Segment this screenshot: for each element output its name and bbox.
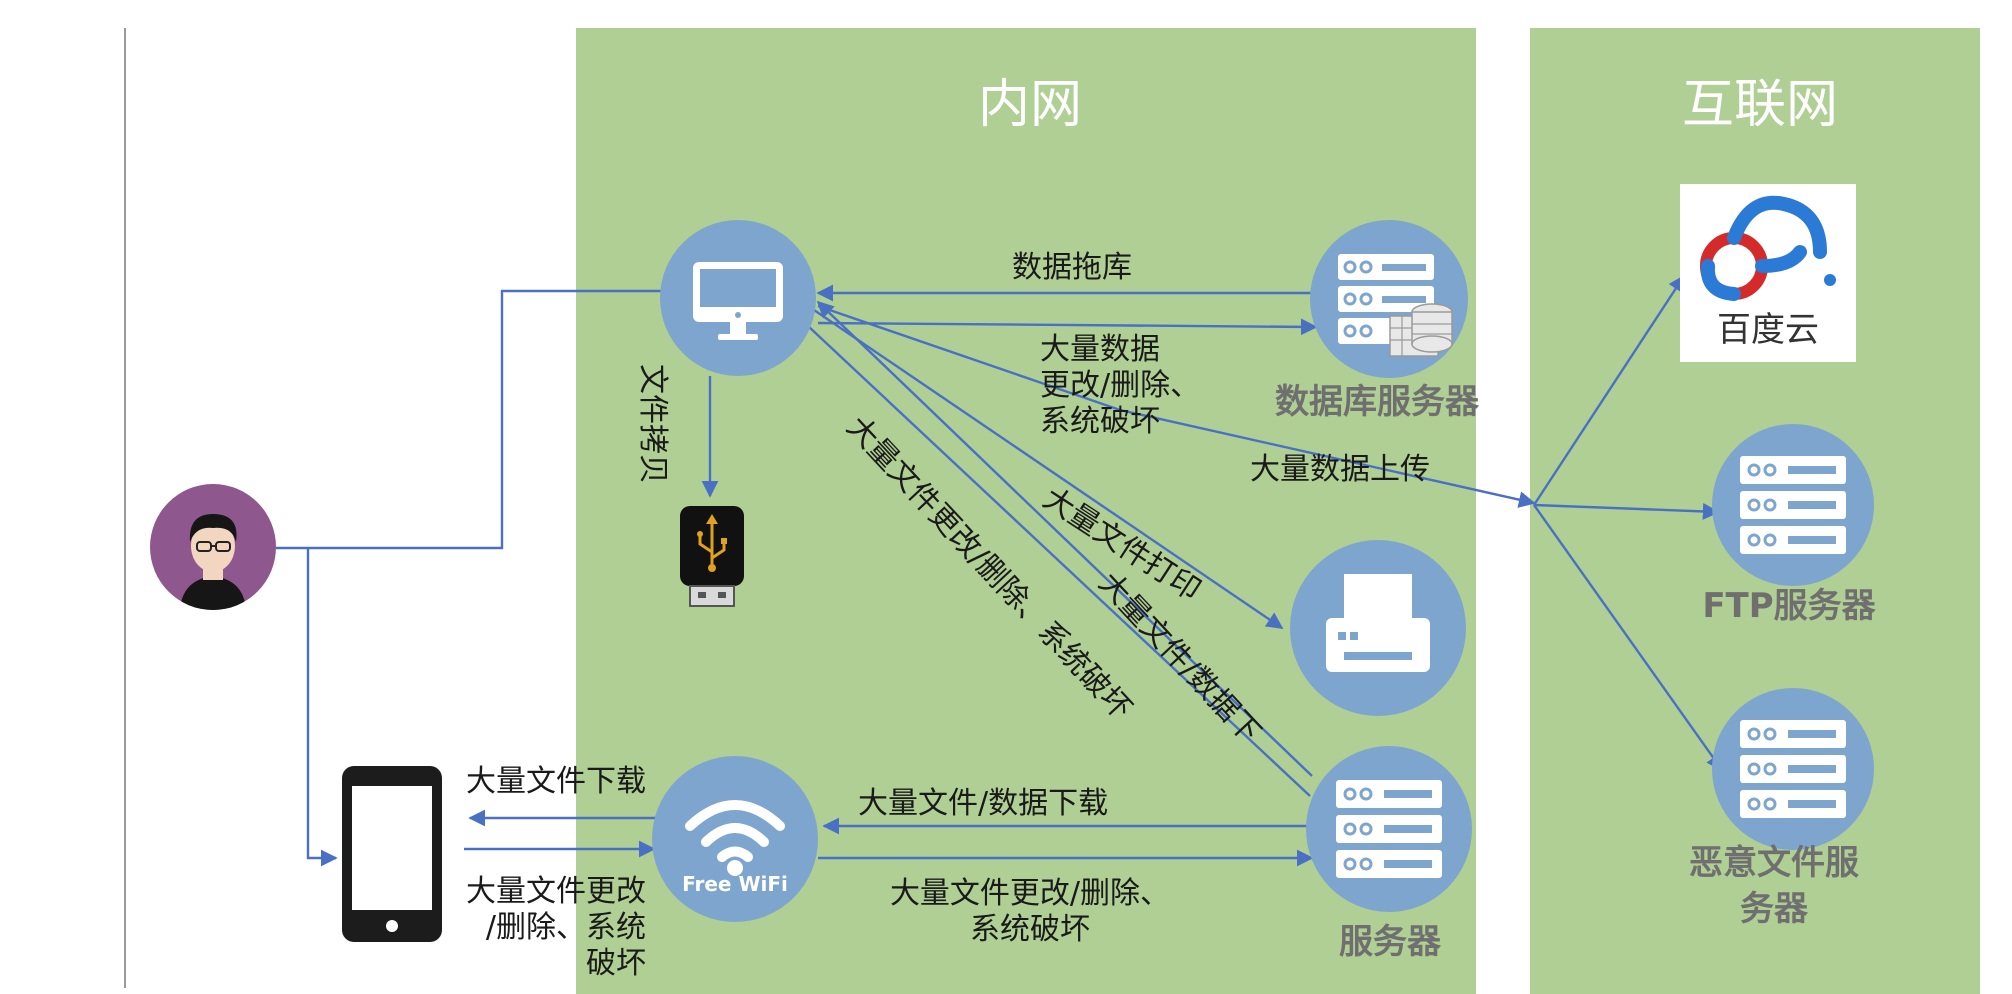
printer-icon	[1326, 574, 1430, 672]
wifi-node	[652, 756, 818, 922]
server-icon	[1336, 780, 1442, 878]
edge-hub-malicious	[1533, 504, 1723, 772]
label-mass-upload: 大量数据上传	[1250, 452, 1430, 487]
ftp-server-node	[1712, 424, 1874, 586]
edge-pc-printer	[813, 309, 1284, 629]
usb-drive	[676, 504, 748, 608]
edge-user-phone	[306, 548, 338, 867]
monitor-icon	[693, 262, 783, 340]
label-mobile-change: 大量文件更改 /删除、系统 破坏	[466, 874, 646, 981]
edge-hub-cloud	[1532, 274, 1686, 506]
internet-title: 互联网	[1681, 75, 1838, 135]
edge-pc-db	[817, 318, 1318, 336]
label-mobile-download: 大量文件下载	[466, 764, 646, 799]
ftp-server-caption: FTP服务器	[1702, 586, 1876, 626]
edge-pc-server-1	[807, 325, 1311, 797]
database-server-icon	[1338, 254, 1453, 357]
label-data-drag: 数据拖库	[1012, 250, 1132, 285]
hacker-icon	[180, 514, 246, 610]
edge-user-pc	[276, 289, 662, 550]
label-wifi-change: 大量文件更改/删除、 系统破坏	[889, 876, 1171, 947]
baidu-cloud-label: 百度云	[1717, 310, 1819, 350]
user-avatar	[150, 484, 276, 610]
label-file-copy: 文件拷贝	[635, 364, 670, 484]
malicious-server-node	[1712, 688, 1874, 850]
printer-node	[1290, 540, 1466, 716]
pc-node	[660, 220, 816, 376]
cloud-logo-icon	[1700, 195, 1836, 301]
edge-hub-ftp	[1533, 503, 1720, 520]
frame-left-border	[124, 28, 126, 988]
label-mass-data-change: 大量数据 更改/删除、 系统破坏	[1040, 332, 1201, 439]
usb-icon	[680, 506, 744, 607]
wifi-label: Free WiFi	[682, 872, 788, 896]
database-server-node	[1310, 220, 1468, 378]
baidu-cloud-logo: 百度云	[1680, 184, 1856, 362]
database-server-caption: 数据库服务器	[1275, 382, 1479, 422]
edge-pc-server-2	[816, 300, 1313, 777]
phone-icon	[342, 766, 442, 942]
label-wifi-download: 大量文件/数据下载	[858, 786, 1109, 821]
server-node	[1306, 746, 1472, 912]
malicious-server-icon	[1740, 720, 1846, 818]
intranet-title: 内网	[977, 75, 1082, 135]
phone-device	[340, 764, 444, 944]
malicious-server-caption: 恶意文件服务器	[1689, 843, 1859, 929]
ftp-server-icon	[1740, 456, 1846, 554]
server-caption: 服务器	[1339, 922, 1441, 962]
wifi-icon	[685, 800, 785, 876]
edge-pc-upload	[817, 304, 1536, 508]
